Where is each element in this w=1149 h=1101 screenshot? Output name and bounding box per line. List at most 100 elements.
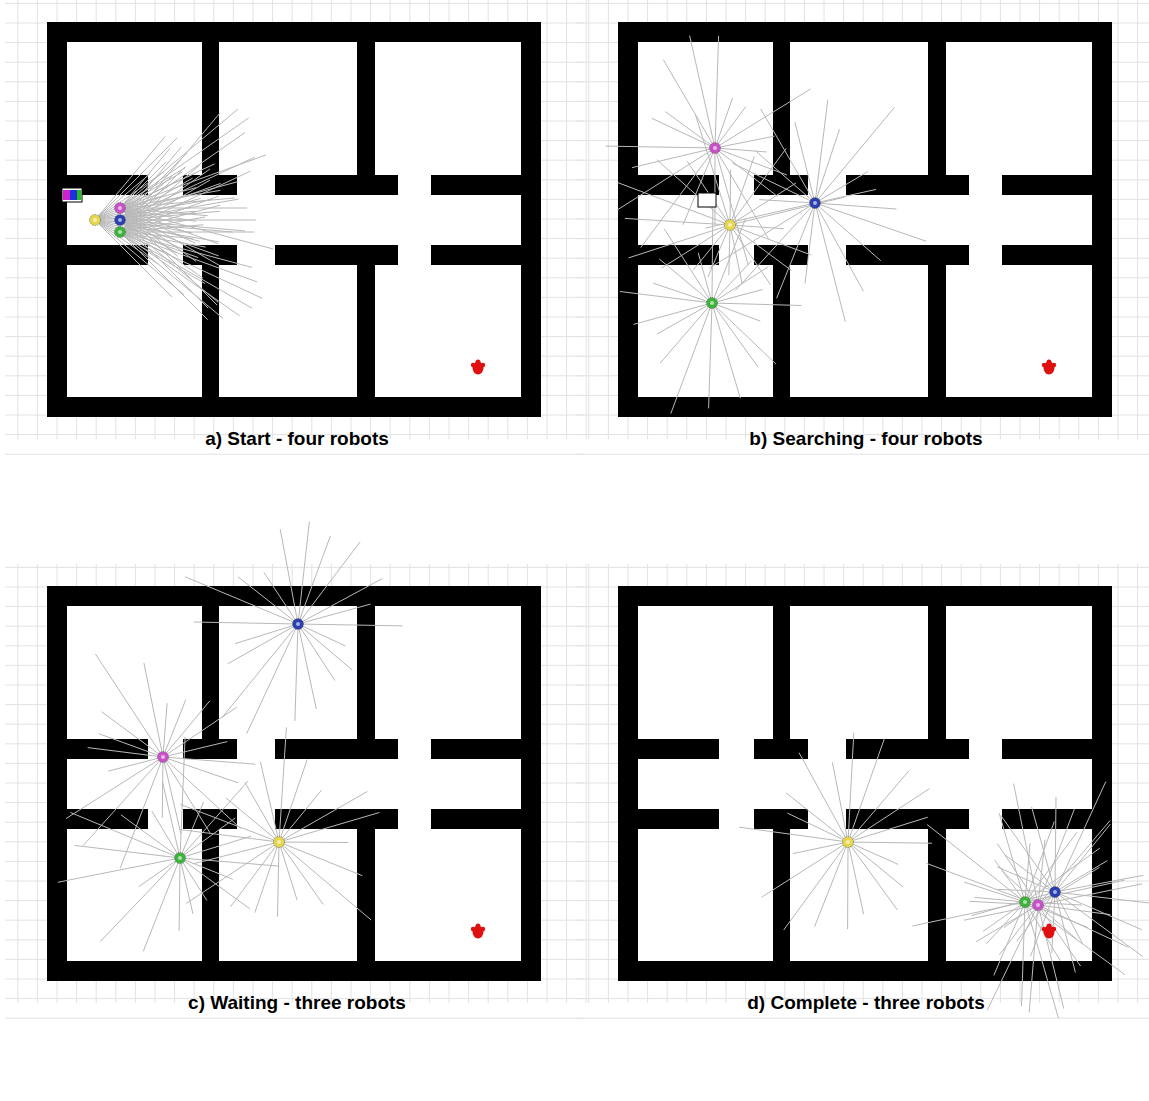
sensor-ray	[279, 842, 348, 844]
floor	[638, 606, 1092, 961]
robot-center	[118, 206, 122, 210]
sensor-ray	[180, 737, 185, 858]
sensor-ray	[1032, 807, 1055, 892]
sensor-ray	[83, 757, 163, 846]
robot-center	[813, 201, 817, 205]
sensor-ray	[180, 804, 279, 842]
robot-center	[93, 218, 97, 222]
sensor-ray	[95, 654, 163, 757]
sensor-ray	[235, 624, 298, 644]
sensor-ray	[226, 798, 279, 842]
sensor-ray	[815, 203, 926, 241]
sensor-ray	[120, 225, 203, 232]
sensor-ray	[120, 208, 217, 305]
sensor-ray	[671, 303, 712, 414]
sensor-ray	[632, 148, 715, 168]
sensor-ray	[848, 842, 932, 843]
sensor-ray	[784, 842, 848, 930]
robot	[90, 215, 101, 226]
sensor-ray	[120, 232, 252, 308]
sensor-ray	[698, 253, 712, 303]
grid-line	[576, 3, 1149, 4]
robot-center	[728, 223, 732, 227]
sensor-ray	[298, 542, 360, 624]
sensor-ray	[712, 197, 714, 303]
sensor-ray	[848, 789, 929, 842]
sensor-ray	[295, 624, 298, 721]
sensor-ray	[163, 757, 210, 833]
sensor-ray	[715, 36, 719, 148]
wall	[928, 42, 946, 175]
robot	[175, 853, 186, 864]
dock-slot	[63, 190, 70, 200]
grid	[5, 0, 586, 454]
sensor-ray	[231, 842, 280, 907]
sensor-ray	[260, 762, 279, 842]
wall	[638, 175, 719, 195]
sensor-ray	[715, 98, 733, 148]
wall	[928, 265, 946, 397]
sensor-ray	[1055, 892, 1075, 973]
sensor-ray	[987, 905, 1038, 1010]
sensor-ray	[755, 151, 815, 203]
target-victim	[1042, 924, 1056, 939]
outer-wall	[618, 22, 1112, 417]
sensor-ray	[1005, 855, 1055, 892]
sensor-ray	[152, 811, 180, 858]
sensor-ray	[95, 174, 150, 220]
sensor-ray	[245, 782, 279, 842]
robot	[810, 198, 821, 209]
sensor-ray	[120, 113, 220, 232]
target-arm	[1052, 363, 1056, 367]
sensor-ray	[687, 161, 730, 225]
sensor-ray	[298, 579, 382, 624]
sensor-ray	[71, 813, 181, 859]
sensor-ray	[228, 624, 298, 664]
sensor-ray	[120, 180, 210, 232]
sensor-ray	[712, 218, 746, 303]
sensor-ray	[279, 842, 371, 920]
wall	[275, 245, 398, 265]
sensor-ray	[179, 858, 181, 931]
robot	[1020, 897, 1031, 908]
sensor-ray	[712, 303, 760, 321]
wall	[754, 245, 808, 265]
grid-line	[5, 567, 583, 568]
sensor-ray	[120, 196, 219, 232]
sensor-ray	[120, 171, 250, 232]
wall	[431, 175, 521, 195]
sensor-ray	[108, 757, 163, 771]
sensor-ray	[848, 733, 854, 842]
sensor-ray	[120, 232, 208, 320]
floor	[638, 42, 1092, 397]
robot-center	[118, 218, 122, 222]
sensor-ray	[163, 757, 238, 783]
sensor-ray	[712, 303, 758, 367]
sensor-ray	[298, 604, 371, 624]
robot-center	[710, 301, 714, 305]
sensor-ray	[715, 89, 811, 148]
sensor-ray	[815, 203, 896, 209]
sensor-ray	[279, 790, 321, 842]
sensor-ray	[298, 624, 316, 709]
sensor-ray	[663, 60, 715, 148]
sensor-ray	[712, 303, 740, 398]
sensor-ray	[733, 163, 816, 203]
sensor-ray	[179, 830, 279, 843]
sensor-ray	[1022, 902, 1026, 1006]
target-victim	[471, 360, 485, 375]
sensor-ray	[238, 577, 298, 624]
sensor-ray	[100, 858, 180, 942]
sensor-rays	[739, 733, 1149, 1019]
sensor-rays	[606, 36, 927, 414]
sensor-ray	[762, 842, 848, 897]
sensor-ray	[799, 753, 848, 842]
robot	[158, 752, 169, 763]
sensor-ray	[247, 624, 298, 734]
target-head	[476, 360, 481, 365]
map-panel	[576, 564, 1149, 1018]
sensor-ray	[185, 577, 298, 624]
target-arm	[471, 927, 475, 931]
target-victim	[471, 924, 485, 939]
sensor-ray	[1031, 892, 1056, 956]
